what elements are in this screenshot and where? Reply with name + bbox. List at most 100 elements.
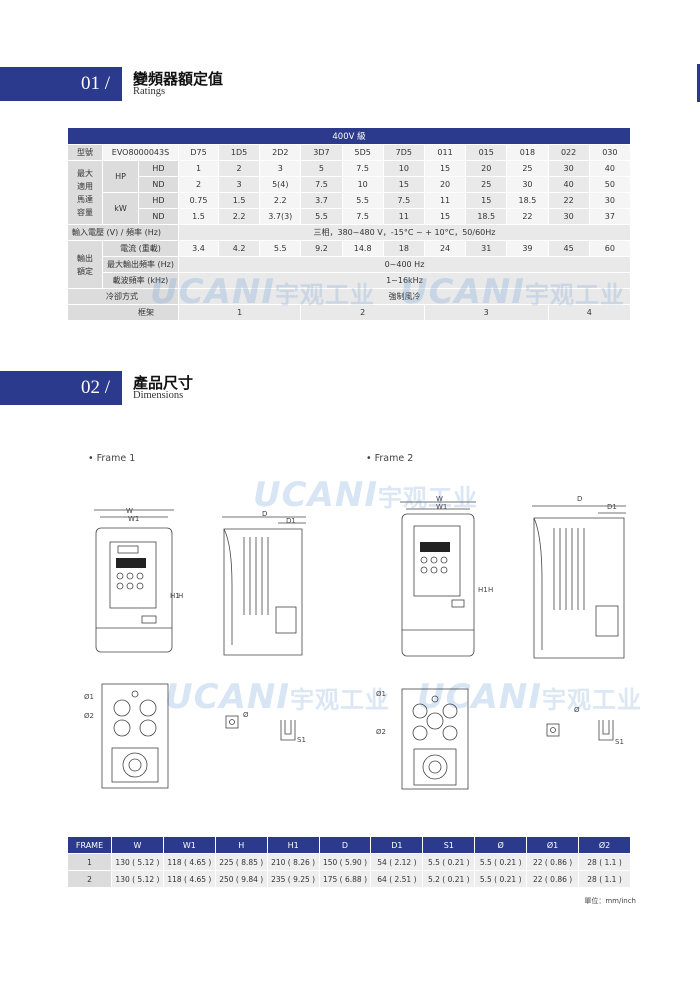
- dim-label-s1: S1: [297, 736, 306, 744]
- value-cell: 18.5: [506, 192, 549, 209]
- dimension-cell: 22 ( 0.86 ): [526, 870, 580, 888]
- table-row: 1 130 ( 5.12 ) 118 ( 4.65 ) 225 ( 8.85 )…: [67, 853, 631, 871]
- watermark: UCANI宇观工业: [253, 475, 478, 515]
- hp-hd-row: 最大適用馬達容量 HP HD 1 2 3 5 7.5 10 15 20 25 3…: [67, 160, 632, 225]
- dim-label-phi: Ø: [243, 711, 249, 719]
- model-cell: 015: [465, 144, 508, 161]
- dim-label-s1: S1: [615, 738, 624, 746]
- value-cell: 30: [506, 176, 549, 193]
- model-cell: 5D5: [341, 144, 384, 161]
- dimension-cell: 130 ( 5.12 ): [111, 870, 164, 888]
- watermark: UCANI宇观工业: [150, 272, 375, 312]
- dim-label-phi1: Ø1: [84, 693, 94, 701]
- carrier-label: 載波頻率 (kHz): [102, 272, 179, 289]
- dim-label-phi2: Ø2: [84, 712, 94, 720]
- value-cell: 10: [382, 160, 425, 177]
- column-header: W1: [162, 836, 216, 854]
- value-cell: 37: [588, 208, 632, 225]
- value-cell: 22: [547, 192, 590, 209]
- frame-label: 框架: [67, 304, 179, 321]
- value-cell: 5.5: [300, 208, 343, 225]
- section-subtitle-ratings: Ratings: [133, 86, 166, 97]
- model-row: 型號 EVO8000043S D75 1D5 2D2 3D7 5D5 7D5 0…: [67, 144, 632, 161]
- value-cell: 45: [547, 240, 590, 257]
- watermark: UCANI宇观工业: [165, 677, 390, 717]
- section-title-ratings: 變頻器額定值: [133, 70, 224, 88]
- max-freq-row: 最大輸出頻率 (Hz) 0~400 Hz: [68, 256, 631, 273]
- model-label: 型號: [67, 144, 103, 161]
- value-cell: 4.2: [217, 240, 261, 257]
- kw-hd-row: kW HD 0.75 1.5 2.2 3.7 5.5 7.5 11 15 18.…: [68, 192, 632, 225]
- dim-label-d1: D1: [286, 517, 296, 525]
- watermark: UCANI宇观工业: [400, 272, 625, 312]
- dimension-cell: 210 ( 8.26 ): [266, 853, 320, 871]
- value-cell: 24: [423, 240, 467, 257]
- hp-label: HP: [102, 160, 139, 193]
- value-cell: 1.5: [178, 208, 219, 225]
- section-number-ratings: 01 /: [0, 67, 122, 101]
- model-prefix: EVO8000043S: [102, 144, 179, 161]
- dim-label-d1: D1: [607, 503, 617, 511]
- dim-label-d: D: [262, 510, 268, 518]
- voltage-class-header: 400V 級: [67, 127, 631, 145]
- current-label: 電流 (重載): [102, 240, 179, 257]
- dim-label-w: W: [436, 495, 443, 503]
- dimension-cell: 150 ( 5.90 ): [318, 853, 372, 871]
- model-cell: 7D5: [382, 144, 425, 161]
- dim-label-phi: Ø: [574, 706, 580, 714]
- dimensions-header-row: FRAME W W1 H H1 D D1 S1 Ø Ø1 Ø2: [67, 836, 631, 854]
- frame2-bottom-drawing: [401, 688, 469, 790]
- column-header: FRAME: [67, 836, 112, 854]
- page-edge-marker: [697, 64, 700, 102]
- value-cell: 3: [259, 160, 302, 177]
- value-cell: 5: [300, 160, 343, 177]
- nd-label: ND: [138, 208, 179, 225]
- value-cell: 60: [588, 240, 632, 257]
- dim-label-h1: H1: [478, 586, 488, 594]
- value-cell: 3.7: [300, 192, 343, 209]
- dimension-cell: 235 ( 9.25 ): [266, 870, 320, 888]
- dim-label-w1: W1: [436, 503, 448, 511]
- value-cell: 5.5: [341, 192, 384, 209]
- hd-label: HD: [138, 192, 179, 209]
- value-cell: 20: [423, 176, 467, 193]
- frame-cell: 2: [300, 304, 425, 321]
- nd-label: ND: [138, 176, 179, 193]
- column-header: S1: [422, 836, 476, 854]
- value-cell: 25: [465, 176, 508, 193]
- value-cell: 5.5: [259, 240, 302, 257]
- value-cell: 30: [547, 160, 590, 177]
- column-header: W: [111, 836, 164, 854]
- frame1-label: • Frame 1: [88, 453, 136, 464]
- cooling-value: 強制風冷: [178, 288, 631, 305]
- section-number-dimensions: 02 /: [0, 371, 122, 405]
- frame1-side-drawing: [222, 516, 306, 656]
- value-cell: 18: [382, 240, 425, 257]
- value-cell: 11: [423, 192, 467, 209]
- dim-label-phi1: Ø1: [376, 690, 386, 698]
- table-row: 2 130 ( 5.12 ) 118 ( 4.65 ) 250 ( 9.84 )…: [67, 870, 631, 888]
- value-cell: 2: [217, 160, 261, 177]
- model-cell: 2D2: [259, 144, 302, 161]
- value-cell: 18.5: [465, 208, 508, 225]
- value-cell: 14.8: [341, 240, 384, 257]
- frame-cell: 4: [547, 304, 631, 321]
- kw-nd-row: ND 1.5 2.2 3.7(3) 5.5 7.5 11 15 18.5 22 …: [68, 208, 632, 225]
- value-cell: 20: [465, 160, 508, 177]
- value-cell: 15: [382, 176, 425, 193]
- dimension-cell: 118 ( 4.65 ): [162, 853, 216, 871]
- value-cell: 15: [423, 208, 467, 225]
- value-cell: 30: [588, 192, 632, 209]
- frame-row: 框架 1 2 3 4: [67, 304, 631, 321]
- max-motor-label: 最大適用馬達容量: [67, 160, 103, 225]
- frame-number: 1: [67, 853, 112, 871]
- dimension-cell: 175 ( 6.88 ): [318, 870, 372, 888]
- section-subtitle-dimensions: Dimensions: [133, 390, 184, 401]
- column-header: D1: [370, 836, 424, 854]
- input-row: 輸入電壓 (V) / 頻率 (Hz) 三相，380~480 V，-15°C ~ …: [67, 224, 631, 241]
- frame2-front-drawing: [400, 501, 476, 657]
- dim-label-w1: W1: [128, 515, 140, 523]
- column-header: H1: [266, 836, 320, 854]
- frame-cell: 3: [423, 304, 549, 321]
- dimension-cell: 118 ( 4.65 ): [162, 870, 216, 888]
